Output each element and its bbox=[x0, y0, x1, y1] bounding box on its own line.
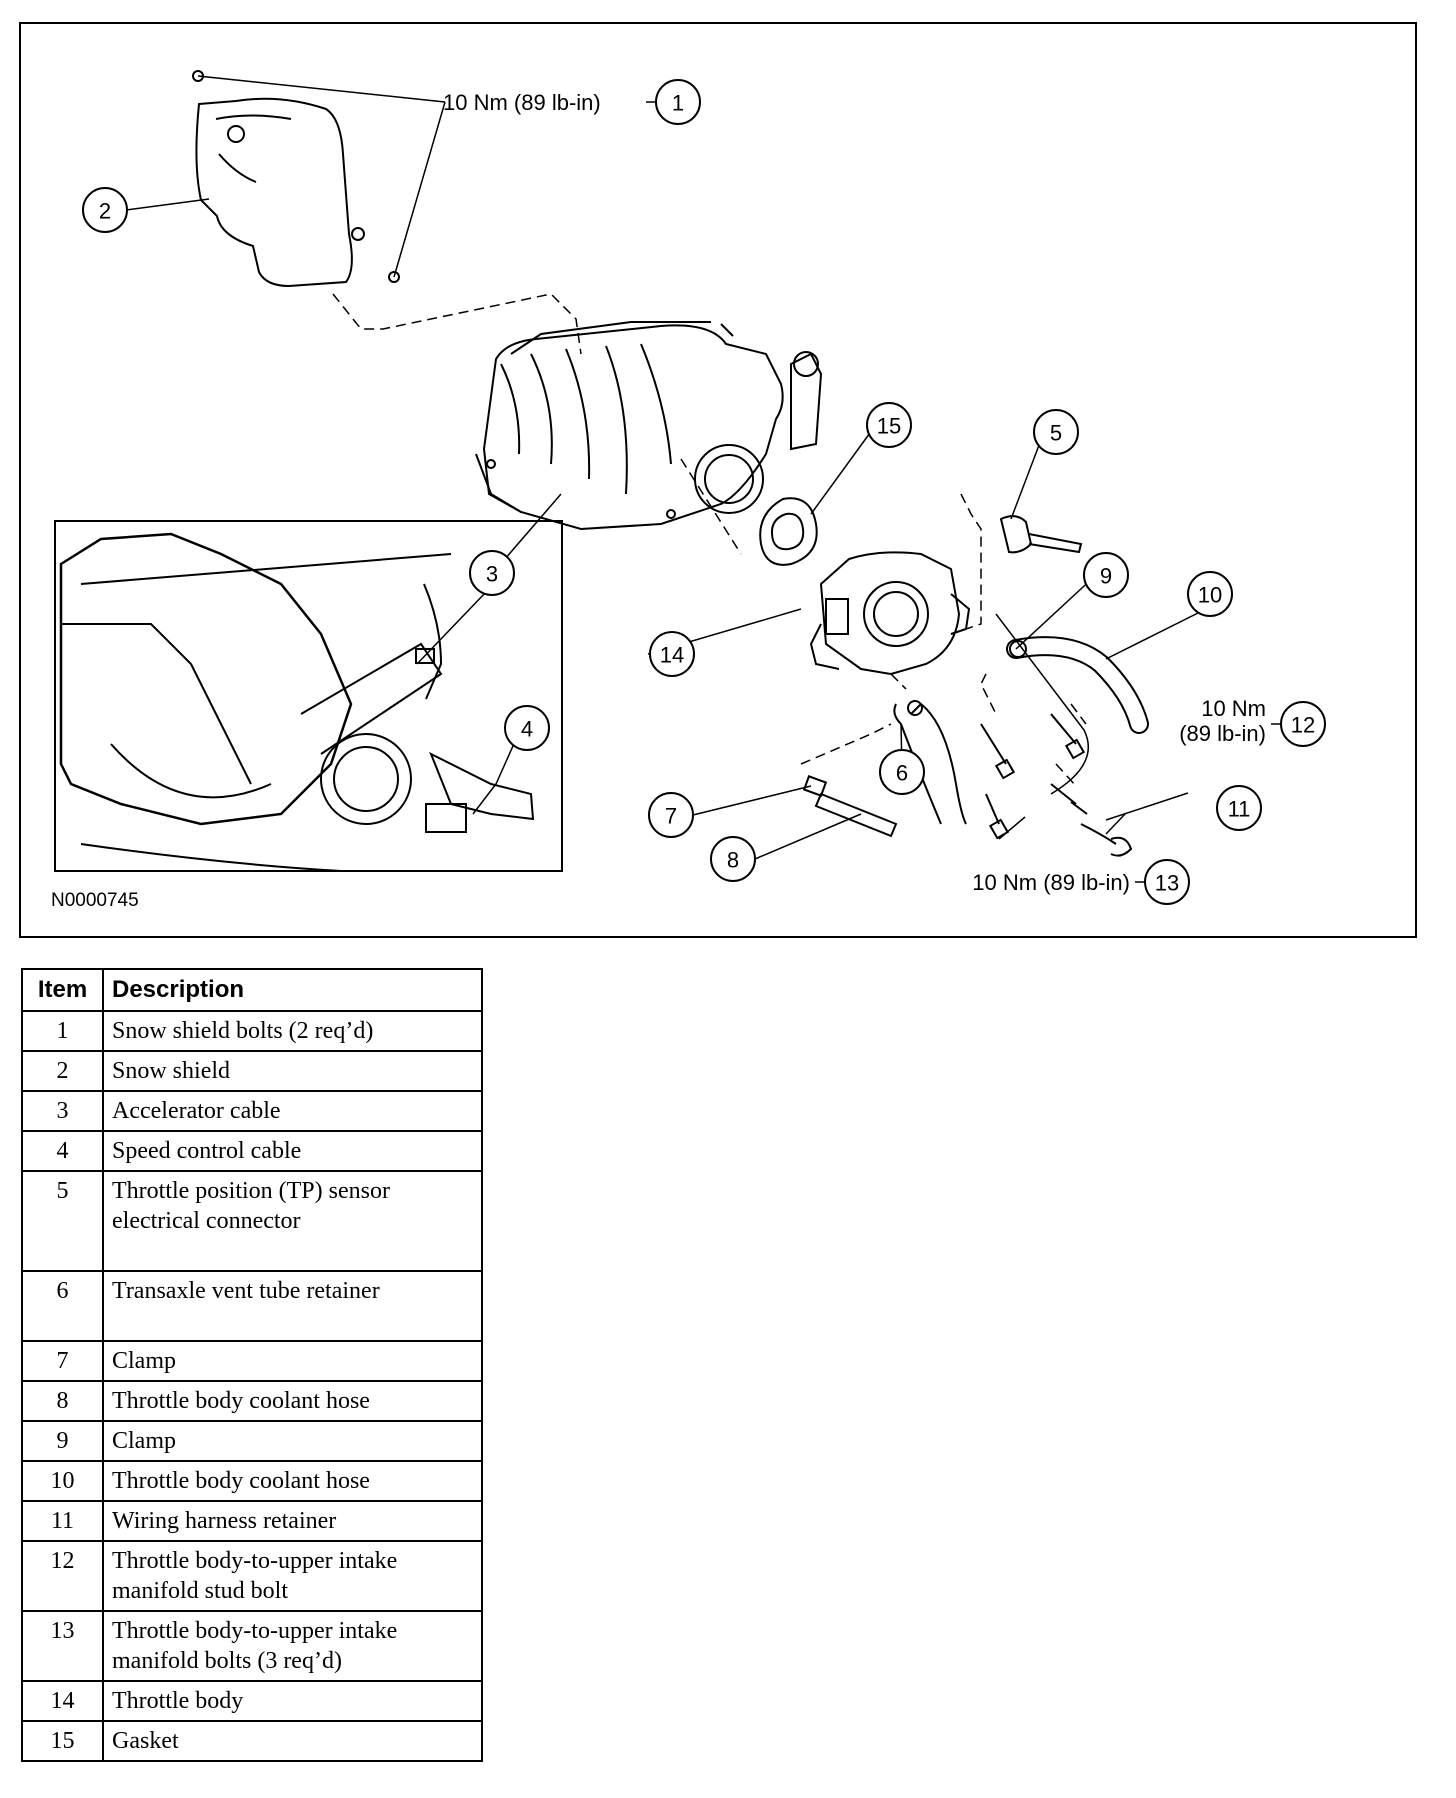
item-number: 3 bbox=[21, 1090, 104, 1132]
callout-6-number: 6 bbox=[896, 761, 908, 786]
item-description: Throttle body bbox=[102, 1680, 483, 1722]
item-number: 15 bbox=[21, 1720, 104, 1762]
item-number: 1 bbox=[21, 1010, 104, 1052]
callout-14-circle bbox=[649, 631, 695, 677]
torque-spec-13: 10 Nm (89 lb-in) bbox=[972, 870, 1130, 895]
torque-spec-12-line2: (89 lb-in) bbox=[1179, 721, 1266, 746]
item-description: Throttle body coolant hose bbox=[102, 1460, 483, 1502]
callout-15-number: 15 bbox=[877, 414, 901, 439]
callout-10-circle bbox=[1187, 571, 1233, 617]
header-description: Description bbox=[102, 968, 483, 1012]
item-description: Gasket bbox=[102, 1720, 483, 1762]
tp-connector-drawing bbox=[999, 515, 1083, 554]
gasket-drawing bbox=[759, 497, 818, 566]
diagram-canvas: 1 2 3 4 5 6 7 8 9 10 11 12 13 14 15 10 N… bbox=[54, 70, 1326, 905]
callout-12-number: 12 bbox=[1291, 713, 1315, 738]
torque-spec-1: 10 Nm (89 lb-in) bbox=[443, 90, 601, 115]
inset-detail bbox=[54, 520, 563, 872]
snow-shield-drawing bbox=[192, 70, 400, 288]
item-number: 6 bbox=[21, 1270, 104, 1342]
item-number: 2 bbox=[21, 1050, 104, 1092]
item-description: Speed control cable bbox=[102, 1130, 483, 1172]
parts-table-header: Item Description bbox=[21, 968, 483, 1012]
stud-bolt-12-drawing bbox=[1050, 783, 1088, 815]
callout-9-number: 9 bbox=[1100, 564, 1112, 589]
item-number: 4 bbox=[21, 1130, 104, 1172]
item-description: Throttle body-to-upper intake manifold s… bbox=[102, 1540, 483, 1612]
callout-6-circle bbox=[879, 749, 925, 795]
callout-8-circle bbox=[710, 836, 756, 882]
callout-14-number: 14 bbox=[660, 643, 684, 668]
callout-2-number: 2 bbox=[99, 199, 111, 224]
callout-4-number: 4 bbox=[521, 717, 533, 742]
exploded-view-figure: 1 2 3 4 5 6 7 8 9 10 11 12 13 14 15 10 N… bbox=[19, 22, 1417, 938]
callout-4-circle bbox=[504, 705, 550, 751]
item-description: Accelerator cable bbox=[102, 1090, 483, 1132]
callout-7-circle bbox=[648, 792, 694, 838]
item-number: 14 bbox=[21, 1680, 104, 1722]
header-item: Item bbox=[21, 968, 104, 1012]
dashed-alignment-lines bbox=[332, 293, 1087, 787]
item-number: 13 bbox=[21, 1610, 104, 1682]
item-description: Clamp bbox=[102, 1420, 483, 1462]
item-number: 5 bbox=[21, 1170, 104, 1272]
torque-spec-12-line1: 10 Nm bbox=[1201, 696, 1266, 721]
vent-tube-drawing bbox=[893, 703, 967, 825]
callout-15-circle bbox=[866, 402, 912, 448]
callout-1-number: 1 bbox=[672, 91, 684, 116]
callout-9-circle bbox=[1083, 552, 1129, 598]
callout-13-number: 13 bbox=[1155, 871, 1179, 896]
callout-2-circle bbox=[82, 187, 128, 233]
leader-lines bbox=[125, 75, 1207, 860]
item-number: 8 bbox=[21, 1380, 104, 1422]
callout-3-circle bbox=[469, 550, 515, 596]
clamp-9-drawing bbox=[1009, 640, 1027, 658]
throttle-body-drawing bbox=[809, 551, 971, 676]
callout-5-circle bbox=[1033, 409, 1079, 455]
bolts-13-drawing bbox=[980, 713, 1086, 840]
item-description: Throttle position (TP) sensor electrical… bbox=[102, 1170, 483, 1272]
callout-8-number: 8 bbox=[727, 848, 739, 873]
item-number: 11 bbox=[21, 1500, 104, 1542]
item-description: Clamp bbox=[102, 1340, 483, 1382]
callout-11-circle bbox=[1216, 785, 1262, 831]
item-description: Snow shield bbox=[102, 1050, 483, 1092]
item-description: Throttle body-to-upper intake manifold b… bbox=[102, 1610, 483, 1682]
callout-10-number: 10 bbox=[1198, 583, 1222, 608]
coolant-hose-8-drawing bbox=[802, 775, 898, 838]
wiring-retainer-drawing bbox=[1080, 823, 1133, 857]
item-number: 7 bbox=[21, 1340, 104, 1382]
item-description: Transaxle vent tube retainer bbox=[102, 1270, 483, 1342]
item-number: 10 bbox=[21, 1460, 104, 1502]
item-number: 12 bbox=[21, 1540, 104, 1612]
item-number: 9 bbox=[21, 1420, 104, 1462]
callout-5-number: 5 bbox=[1050, 421, 1062, 446]
figure-id: N0000745 bbox=[51, 890, 139, 911]
callout-7-number: 7 bbox=[665, 804, 677, 829]
item-description: Throttle body coolant hose bbox=[102, 1380, 483, 1422]
item-description: Wiring harness retainer bbox=[102, 1500, 483, 1542]
intake-manifold-drawing bbox=[475, 321, 823, 531]
callout-11-number: 11 bbox=[1228, 797, 1251, 822]
item-description: Snow shield bolts (2 req’d) bbox=[102, 1010, 483, 1052]
callout-3-number: 3 bbox=[486, 562, 498, 587]
